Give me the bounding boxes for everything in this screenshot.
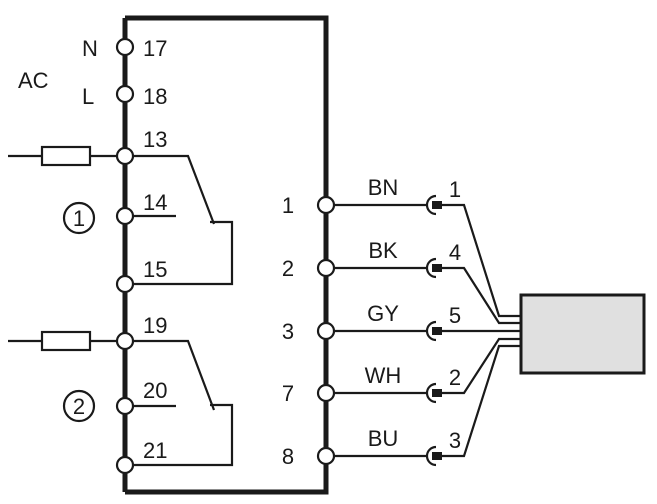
sensor-lead-4 bbox=[442, 266, 521, 325]
connector-socket-icon bbox=[425, 382, 437, 404]
terminal-14 bbox=[115, 206, 135, 226]
connector-pin-label-1: 1 bbox=[449, 177, 461, 202]
relay1-badge bbox=[62, 201, 96, 235]
housing-outline bbox=[125, 15, 329, 495]
ac-label: AC bbox=[18, 68, 49, 93]
sensor-lead-2 bbox=[442, 337, 521, 395]
connector-pin-label-2: 2 bbox=[449, 365, 461, 390]
sensor-body bbox=[519, 293, 646, 375]
sensor-lead-3 bbox=[442, 344, 521, 458]
sensor-terminal-2 bbox=[316, 258, 336, 278]
sensor-terminal-label-1: 1 bbox=[282, 193, 294, 218]
terminal-13-label: 13 bbox=[143, 127, 167, 152]
connector-pin-icon bbox=[432, 201, 442, 209]
sensor-terminal-8 bbox=[316, 446, 336, 466]
terminal-20 bbox=[115, 396, 135, 416]
sensor-terminal-label-2: 2 bbox=[282, 256, 294, 281]
relay2-badge bbox=[62, 389, 96, 423]
relay2-badge-number: 2 bbox=[73, 394, 85, 419]
sensor-terminal-label-7: 7 bbox=[282, 381, 294, 406]
wire-color-bk: BK bbox=[368, 238, 398, 263]
connector-pin-label-5: 5 bbox=[449, 303, 461, 328]
relay1-fuse bbox=[40, 145, 92, 167]
sensor-terminal-label-3: 3 bbox=[282, 319, 294, 344]
connector-socket-icon bbox=[425, 194, 437, 216]
connector-socket-icon bbox=[425, 257, 437, 279]
sensor-lead-1 bbox=[442, 203, 521, 318]
sensor-terminal-label-8: 8 bbox=[282, 444, 294, 469]
terminal-18 bbox=[115, 84, 135, 104]
terminal-15-label: 15 bbox=[143, 257, 167, 282]
wire-color-gy: GY bbox=[367, 301, 399, 326]
connector-pin-icon bbox=[432, 327, 442, 335]
line-letter: L bbox=[82, 84, 94, 109]
connector-pin-icon bbox=[432, 264, 442, 272]
sensor-terminal-1 bbox=[316, 195, 336, 215]
connector-pin-label-4: 4 bbox=[449, 240, 461, 265]
sensor-terminal-3 bbox=[316, 321, 336, 341]
wire-color-bn: BN bbox=[368, 175, 399, 200]
sensor-terminal-7 bbox=[316, 383, 336, 403]
terminal-19-label: 19 bbox=[143, 313, 167, 338]
relay1-switch bbox=[133, 154, 234, 286]
connector-socket-icon bbox=[425, 320, 437, 342]
terminal-21 bbox=[115, 455, 135, 475]
relay2-fuse bbox=[40, 330, 92, 352]
terminal-17 bbox=[115, 37, 135, 57]
relay1-badge-number: 1 bbox=[73, 206, 85, 231]
connector-pin-label-3: 3 bbox=[449, 428, 461, 453]
terminal-20-label: 20 bbox=[143, 378, 167, 403]
terminal-14-label: 14 bbox=[143, 190, 167, 215]
connector-pin-icon bbox=[432, 389, 442, 397]
terminal-18-label: 18 bbox=[143, 84, 167, 109]
terminal-19 bbox=[115, 331, 135, 351]
sensor-wiring-group: 1 BN 1 2 BK 4 3 GY 5 7 WH 2 8 BU 3 bbox=[282, 175, 521, 469]
terminal-21-label: 21 bbox=[143, 438, 167, 463]
wire-color-bu: BU bbox=[368, 426, 399, 451]
terminal-17-label: 17 bbox=[143, 36, 167, 61]
connector-socket-icon bbox=[425, 445, 437, 467]
terminal-15 bbox=[115, 274, 135, 294]
neutral-letter: N bbox=[82, 36, 98, 61]
relay2-switch bbox=[133, 339, 234, 467]
terminal-13 bbox=[115, 146, 135, 166]
connector-pin-icon bbox=[432, 452, 442, 460]
wire-color-wh: WH bbox=[365, 363, 402, 388]
